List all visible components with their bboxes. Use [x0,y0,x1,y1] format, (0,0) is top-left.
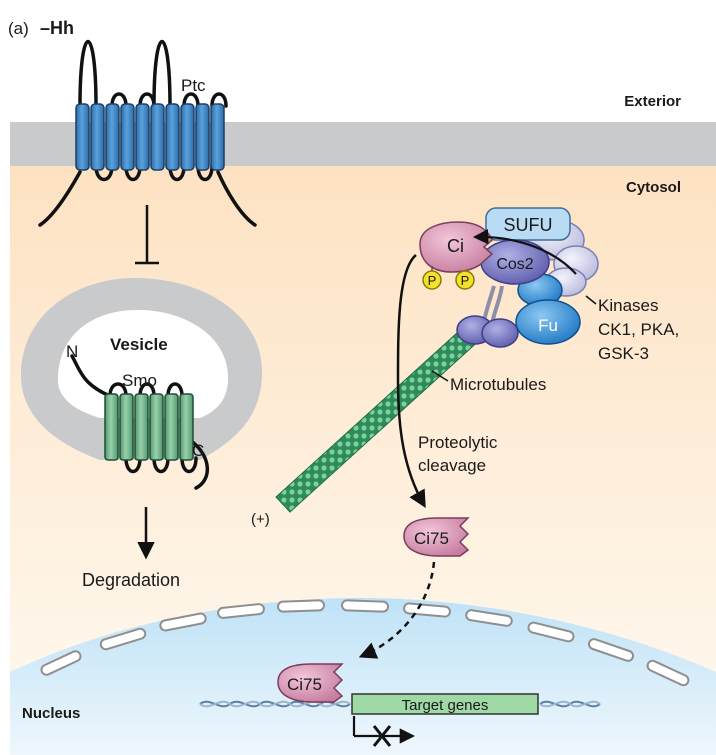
sufu-label: SUFU [504,215,553,235]
fu-label: Fu [538,316,558,335]
ptc-receptor [38,39,257,227]
smo-n-terminus: N [66,342,78,361]
ci75-cytosolic-label: Ci75 [414,529,449,548]
smo-label: Smo [122,371,157,390]
microtubule-pointer [431,370,449,382]
ci75-cytosolic [403,517,470,557]
cleavage-label-line1: Proteolytic [418,433,498,452]
cleavage-label-line2: cleavage [418,456,486,475]
kinases-label-line2: CK1, PKA, [598,320,679,339]
microtubules-label: Microtubules [450,375,546,394]
exterior-label: Exterior [624,93,681,110]
ci-label: Ci [447,236,464,256]
block-x-icon [372,725,392,747]
target-genes-label: Target genes [402,697,489,714]
sufu-protein [485,207,571,241]
degradation-label: Degradation [82,570,180,590]
phospho-label-2: P [461,273,470,288]
phospho-label-1: P [428,273,437,288]
kinase-phosphorylation-arrow [472,229,577,275]
nuclear-import-arrow [358,561,436,659]
panel-label: (a) [8,19,29,38]
phospho-site-1 [422,270,442,290]
nucleus-region [10,598,716,755]
target-genes-box [351,693,539,715]
cleavage-arrow [396,254,426,509]
ci75-nuclear [277,663,344,703]
kinases-pointer [585,295,597,305]
phospho-site-2 [455,270,475,290]
microtubule-plus-end: (+) [251,511,270,528]
ptc-label: Ptc [181,76,206,95]
ci75-nuclear-label: Ci75 [287,675,322,694]
nucleus-label: Nucleus [22,705,80,722]
ptc-loops [38,39,257,227]
kinases-label-line3: GSK-3 [598,344,649,363]
ci-complex [419,207,599,348]
exterior-region [0,0,716,122]
ptc-inhibits-smo [135,205,159,265]
vesicle-membrane [21,278,262,460]
kinases-label-line1: Kinases [598,296,658,315]
cos2-head-right [481,318,519,348]
cytosol-label: Cytosol [626,179,681,196]
panel-condition: –Hh [40,18,74,38]
smo-receptor [70,354,210,490]
nuclear-envelope [40,599,690,687]
cos2-label: Cos2 [496,256,533,273]
smo-loops [70,354,210,490]
smo-c-terminus: C [192,441,204,460]
vesicle-label: Vesicle [110,335,168,354]
